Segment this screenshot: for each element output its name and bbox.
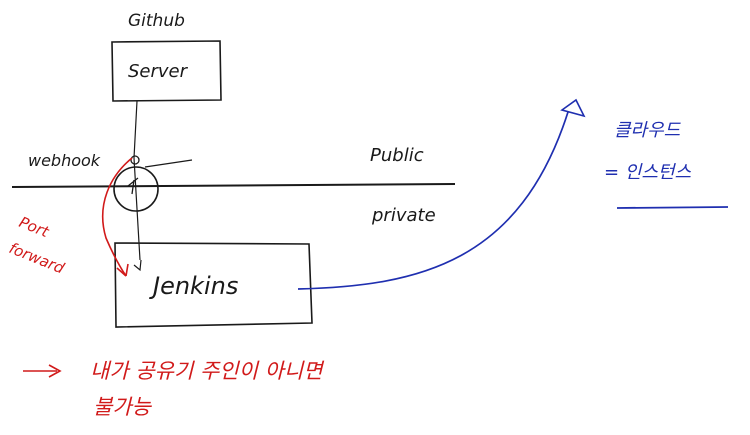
server-label: Server bbox=[128, 61, 189, 82]
port-label: Port bbox=[17, 213, 53, 241]
webhook-label: webhook bbox=[28, 151, 101, 170]
cloud-underline bbox=[616, 206, 729, 209]
public-label: Public bbox=[370, 145, 424, 166]
port-forward-arrow bbox=[101, 157, 133, 277]
cloud-label-line1: 클라우드 bbox=[614, 120, 682, 141]
server-to-jenkins-line bbox=[133, 100, 141, 261]
router-circle bbox=[113, 166, 159, 212]
jenkins-box bbox=[114, 242, 313, 328]
cloud-label-line2: = 인스턴스 bbox=[604, 162, 691, 183]
cloud-arrow bbox=[297, 111, 569, 290]
note-line1: 내가 공유기 주인이 아니면 bbox=[90, 359, 325, 383]
router-mark bbox=[127, 159, 193, 195]
jenkins-entry-arrow bbox=[133, 259, 142, 272]
github-label: Github bbox=[128, 11, 185, 31]
server-box bbox=[111, 40, 222, 102]
port-forward-arrowhead bbox=[116, 263, 129, 277]
cloud-arrowhead bbox=[560, 98, 586, 118]
note-arrow bbox=[23, 364, 62, 378]
forward-label: forward bbox=[7, 239, 68, 278]
network-divider-line bbox=[11, 183, 456, 188]
webhook-dot bbox=[130, 155, 140, 165]
note-line2: 불가능 bbox=[93, 395, 153, 419]
private-label: private bbox=[371, 205, 436, 226]
jenkins-label: Jenkins bbox=[149, 272, 238, 300]
